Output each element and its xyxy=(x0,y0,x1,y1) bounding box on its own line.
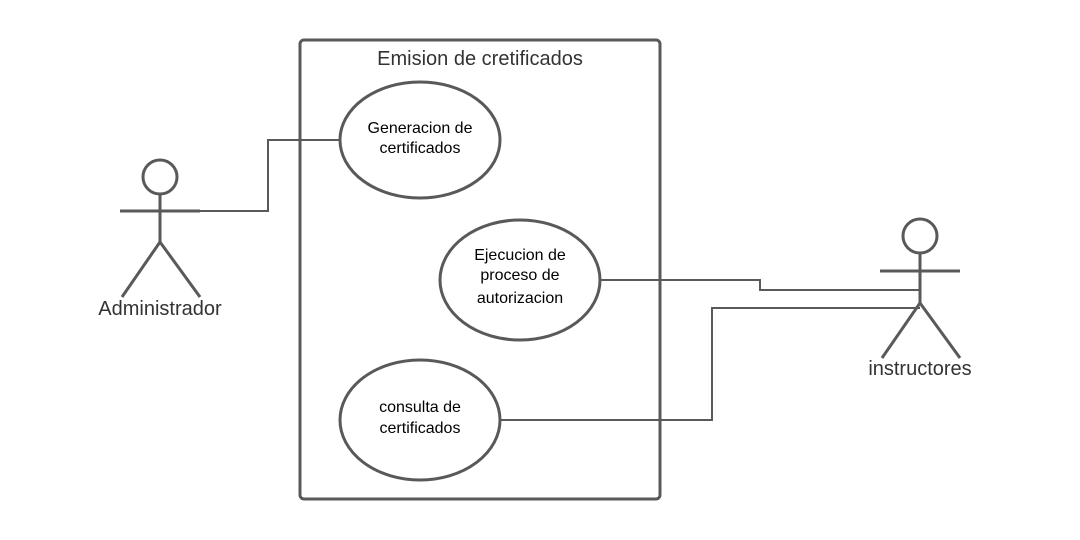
connector-authorization-instructors xyxy=(600,279,920,291)
actor-instructors-label: instructores xyxy=(868,358,971,380)
actor-instructors xyxy=(880,217,962,359)
use-case-generation: Generacion de certificados xyxy=(338,80,502,200)
use-case-query-ellipse xyxy=(338,358,502,482)
use-case-query: consulta de certificados xyxy=(338,358,502,482)
actor-admin-head xyxy=(141,158,179,196)
actor-instructors-head xyxy=(901,217,939,255)
use-case-query-line-1: consulta de xyxy=(379,399,461,416)
use-case-generation-line-1: Generacion de xyxy=(368,120,473,137)
actor-instructors-right-leg xyxy=(918,302,962,359)
use-case-authorization: Ejecucion de proceso de autorizacion xyxy=(438,218,602,342)
actor-admin-label: Administrador xyxy=(98,298,222,320)
actor-admin-left-leg xyxy=(120,241,162,298)
use-case-authorization-ellipse xyxy=(438,218,602,342)
use-case-generation-ellipse xyxy=(338,80,502,200)
actor-instructors-left-leg xyxy=(880,302,922,359)
connectors xyxy=(200,139,920,421)
use-case-authorization-line-1: Ejecucion de xyxy=(474,247,566,264)
connector-query-instructors xyxy=(500,307,920,421)
system-title: Emision de cretificados xyxy=(377,48,583,70)
use-case-authorization-line-3: autorizacion xyxy=(477,290,563,307)
use-case-generation-line-2: certificados xyxy=(380,140,461,157)
connector-admin-generation xyxy=(200,139,340,212)
use-case-authorization-line-2: proceso de xyxy=(480,267,559,284)
actor-admin-right-leg xyxy=(158,241,202,298)
use-case-query-line-2: certificados xyxy=(380,420,461,437)
actor-admin xyxy=(120,158,202,298)
